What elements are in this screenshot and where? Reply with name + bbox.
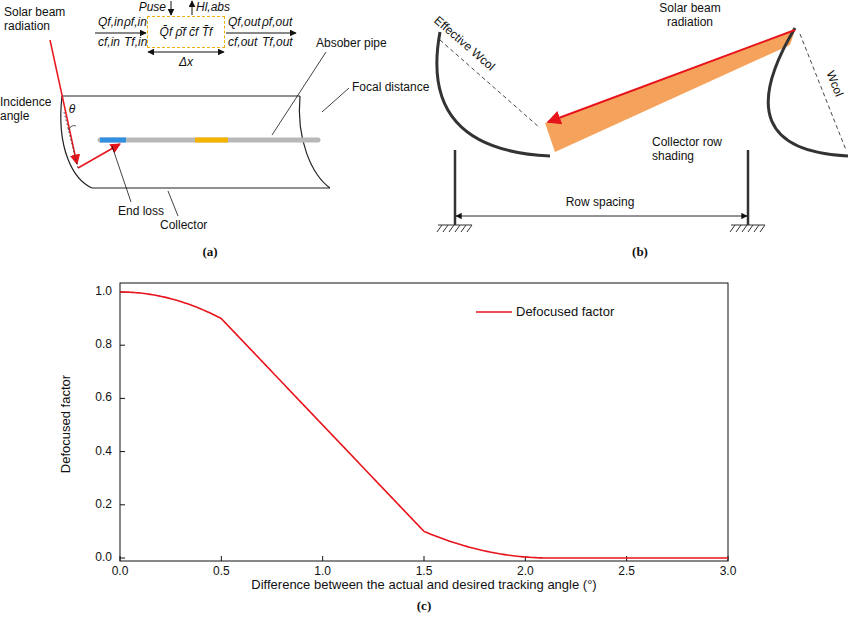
row-shading	[545, 30, 795, 152]
leader-lines	[112, 52, 349, 216]
tick-label: 0.4	[95, 445, 112, 459]
annotation: Hl,abs	[196, 1, 230, 15]
tick-label: 0.0	[95, 551, 112, 565]
annotation: Focal distance	[352, 81, 429, 95]
ground	[437, 225, 765, 232]
chart-axes	[120, 283, 728, 561]
annotation: (b)	[632, 245, 648, 260]
flow-arrows	[95, 1, 296, 52]
control-volume: Q̄f ρ̄f c̄f T̄f	[147, 16, 225, 48]
node-text: Q̄f ρ̄f c̄f T̄f	[156, 25, 217, 39]
annotation: ρf,in	[124, 16, 147, 30]
annotation: cf,in	[98, 36, 120, 50]
annotation: Incidence angle	[0, 96, 62, 124]
beam-ray	[50, 40, 120, 168]
tick-label: 0.2	[95, 498, 112, 512]
annotation: cf,out	[228, 36, 257, 50]
tick-label: 1.0	[95, 285, 112, 299]
annotation: Tf,in	[124, 36, 147, 50]
annotation: Collector row shading	[652, 136, 742, 164]
annotation: End loss	[118, 205, 164, 219]
dimension-line	[456, 216, 747, 217]
legend-sample	[474, 306, 516, 318]
width-marks	[440, 34, 846, 150]
annotation: Δx	[179, 56, 193, 70]
collectors	[437, 28, 848, 156]
annotation: Solar beam radiation	[655, 2, 725, 30]
annotation: Tf,out	[262, 36, 293, 50]
absorber-pipe	[100, 140, 318, 141]
annotation: Qf,out	[228, 16, 261, 30]
tick-label: 0.6	[95, 391, 112, 405]
supports	[455, 150, 748, 225]
annotation: Row spacing	[566, 196, 635, 210]
legend-text: Defocused factor	[516, 304, 614, 319]
tick-label: 0.0	[112, 565, 129, 579]
annotation: Wcol	[823, 69, 846, 99]
annotation: Solar beam radiation	[4, 6, 70, 34]
annotation: Effective Wcol	[431, 14, 497, 74]
tick-label: 0.8	[95, 338, 112, 352]
tick-label: 2.5	[618, 565, 635, 579]
annotation: Collector	[160, 219, 207, 233]
tick-label: 0.5	[213, 565, 230, 579]
collector-trough	[61, 96, 330, 188]
annotation: (a)	[202, 245, 217, 260]
legend-entry: Defocused factor	[474, 304, 614, 319]
annotation: (c)	[417, 599, 431, 614]
axis-title: Difference between the actual and desire…	[251, 578, 596, 593]
beam-ray	[548, 30, 795, 122]
annotation: Absober pipe	[316, 37, 387, 51]
annotation: Puse	[139, 1, 166, 15]
annotation: Qf,in	[98, 16, 123, 30]
annotation: ρf,out	[262, 16, 292, 30]
axis-title: Defocused factor	[59, 375, 74, 473]
annotation: θ	[69, 103, 76, 117]
curve	[120, 292, 728, 558]
tick-label: 3.0	[720, 565, 737, 579]
